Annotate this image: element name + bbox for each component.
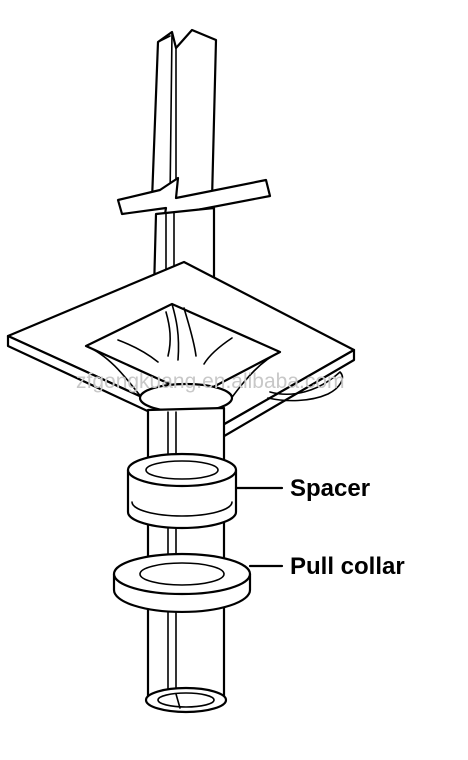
pull-collar-part — [112, 552, 252, 614]
shaft-end — [144, 686, 228, 714]
upper-shaft — [150, 28, 218, 202]
pull-collar-label: Pull collar — [290, 553, 405, 580]
spacer-label: Spacer — [290, 475, 370, 502]
base-plate — [6, 260, 356, 444]
watermark-text: zfgongkuang.en.alibaba.com — [76, 370, 345, 393]
break-symbol — [116, 176, 272, 222]
spacer-part — [126, 452, 238, 530]
